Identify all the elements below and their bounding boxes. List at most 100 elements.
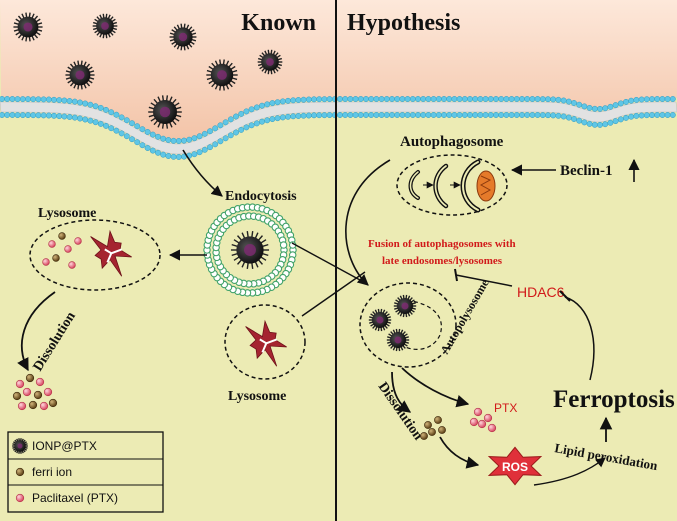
lipid-head (19, 96, 26, 103)
lysosome-crack (265, 338, 278, 345)
autophagosome-label: Autophagosome (400, 134, 504, 150)
lipid-head (643, 96, 650, 103)
lipid-head (139, 142, 146, 149)
lipid-head (30, 112, 37, 119)
extracellular-nanoparticle (169, 23, 197, 51)
lipid-head (383, 96, 390, 102)
lipid-head (123, 117, 130, 124)
ferri-ion (434, 416, 442, 424)
lipid-head (295, 113, 302, 119)
lipid-head (607, 103, 614, 110)
ptx-particle (43, 387, 53, 397)
hdac6-inhibit-bar (454, 268, 458, 282)
lipid-head (290, 113, 297, 120)
autopolysosome-contents (368, 294, 417, 352)
lipid-head (602, 121, 609, 128)
lipid-head (415, 112, 421, 118)
lipid-head (160, 135, 167, 142)
extracellular-nanoparticle (65, 60, 95, 90)
ptx-particle (473, 407, 483, 417)
lipid-head (103, 122, 109, 129)
lipid-head (290, 97, 297, 104)
lipid-head (51, 112, 57, 119)
lipid-head (394, 112, 401, 118)
uptake-arrow-right (345, 159, 391, 286)
lipid-head (129, 136, 135, 143)
lipid-head (467, 112, 473, 118)
lipid-head (155, 133, 161, 140)
lipid-head (243, 124, 250, 131)
lipid-head (264, 117, 271, 124)
lipid-head (321, 112, 328, 119)
lipid-head (373, 112, 380, 118)
lipid-head (207, 128, 213, 135)
lipid-head (487, 112, 494, 118)
lipid-head (591, 105, 598, 112)
lipid-head (300, 96, 307, 103)
lipid-head (191, 135, 198, 142)
ptx-particle (469, 417, 479, 427)
lipid-head (92, 103, 99, 110)
ferri-ion (52, 254, 60, 262)
ptx-particle (22, 387, 32, 397)
lipid-head (316, 96, 323, 103)
lipid-head (357, 96, 364, 102)
lipid-head (352, 96, 359, 102)
legend-icons (12, 438, 28, 503)
lysosome-bottom-contents (245, 319, 287, 367)
autophagosome-formation (408, 159, 496, 213)
ferri-ion (424, 421, 432, 429)
lipid-head (368, 96, 375, 102)
lipid-head (529, 112, 536, 118)
ferri-to-ros-arrow (439, 436, 480, 469)
lipid-head (586, 104, 593, 111)
lipid-head (576, 117, 583, 124)
lipid-head (565, 98, 572, 105)
lipid-head (461, 96, 468, 102)
lipid-head (61, 97, 68, 104)
lipid-head (513, 96, 520, 102)
lipid-head (40, 112, 47, 119)
lipid-head (170, 137, 177, 144)
lipid-head (477, 112, 484, 118)
ptx-particle (68, 261, 76, 269)
lipid-head (591, 121, 598, 128)
lipid-head (441, 112, 447, 118)
lipid-head (519, 112, 525, 118)
lipid-head (321, 96, 328, 103)
lipid-head (305, 96, 312, 103)
lipid-head (160, 151, 167, 158)
lipid-head (430, 112, 437, 118)
legend-ionp-icon (12, 438, 28, 454)
endosome-lipid (279, 241, 288, 249)
lipid-head (654, 112, 661, 118)
lipid-head (409, 112, 416, 118)
lipid-head (144, 145, 151, 151)
lipid-head (222, 119, 229, 126)
lysosome-bottom-membrane (224, 304, 306, 380)
lipid-head (201, 130, 208, 137)
lipid-head (623, 98, 629, 105)
lipid-head (149, 147, 156, 154)
lipid-head (628, 113, 635, 120)
lipid-head (248, 122, 255, 129)
ptx-particle (39, 401, 49, 411)
lipid-head (539, 96, 546, 103)
lipid-head (378, 96, 385, 102)
lipid-head (498, 96, 505, 102)
lipid-head (212, 125, 219, 132)
lipid-head (285, 113, 291, 120)
lipid-head (451, 96, 458, 102)
dissolution-right-arrow-1 (391, 371, 412, 413)
lipid-head (253, 104, 260, 111)
lipid-head (14, 112, 21, 119)
lipid-head (435, 112, 442, 118)
lipid-head (311, 96, 317, 103)
lipid-head (472, 112, 479, 118)
lipid-head (420, 112, 427, 118)
lipid-head (201, 146, 208, 153)
ptx-particle (64, 245, 72, 253)
lipid-head (664, 96, 671, 102)
lipid-head (628, 97, 635, 104)
